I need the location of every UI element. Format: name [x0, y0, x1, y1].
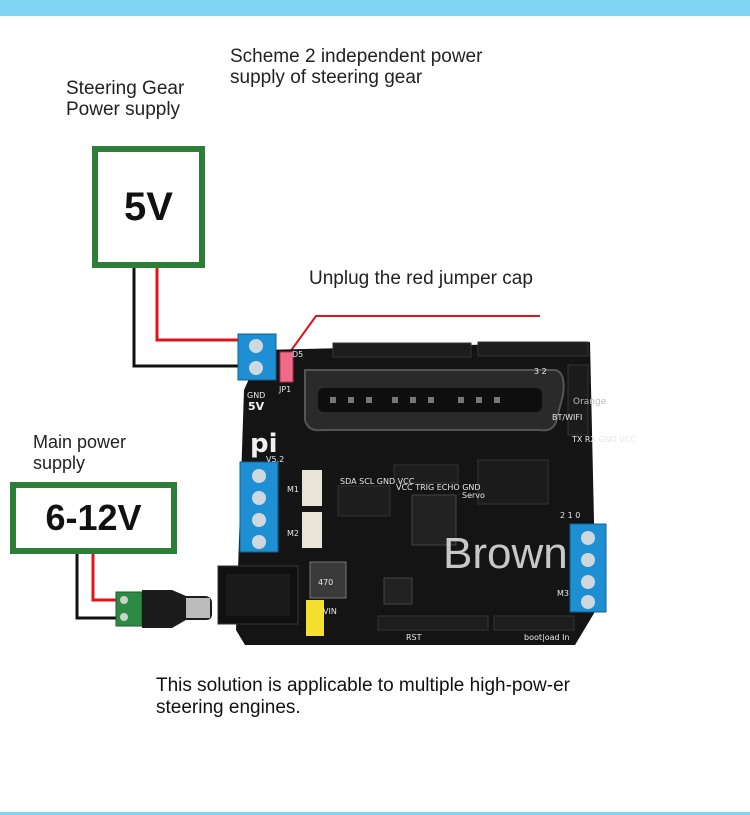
bt-label: BT/WIFI [552, 413, 582, 422]
ultrasonic-label: VCC TRIG ECHO GND [396, 483, 481, 492]
i2c-label: SDA SCL GND VCC [340, 477, 415, 486]
uart-header [567, 364, 589, 436]
dc-plug-terminal [115, 591, 143, 627]
rst-label: RST [406, 633, 422, 642]
steering-supply-caption: Steering Gear Power supply [66, 78, 185, 120]
jumper-pointer-line [289, 315, 540, 353]
header-bottom-right [493, 615, 575, 631]
jp1-label: JP1 [278, 385, 291, 394]
vin-label: VIN [323, 607, 337, 616]
solution-caption: This solution is applicable to multiple … [156, 675, 570, 718]
pins-210-label: 2 1 0 [560, 511, 580, 520]
black-wire-main [75, 554, 124, 620]
i2c-header [337, 485, 391, 517]
red-jumper-cap [279, 351, 294, 383]
ultrasonic-header [393, 464, 459, 484]
steering-voltage-value: 5V [124, 184, 173, 229]
m2-connector [302, 512, 322, 548]
m3-label: M3 [557, 589, 569, 598]
steering-voltage-box: 5V [92, 146, 205, 268]
orange-watermark: Orange [573, 397, 607, 407]
red-wire-steer [155, 268, 246, 342]
pins-32-label: 3 2 [534, 367, 547, 376]
main-voltage-box: 6-12V [10, 482, 177, 554]
board-logo: pi [250, 429, 278, 459]
scheme-caption: Scheme 2 independent power supply of ste… [230, 46, 483, 88]
5v-label: 5V [248, 400, 265, 413]
main-supply-caption: Main power supply [33, 432, 127, 473]
m2-label: M2 [287, 529, 299, 538]
controller-board: GND 5V D5 JP1 pi V5.2 470 M1 M2 M3 Servo… [115, 333, 636, 645]
m1-label: M1 [287, 485, 299, 494]
inductor [309, 561, 347, 599]
yellow-capacitor [306, 600, 324, 636]
top-accent-bar [0, 0, 750, 16]
board-version: V5.2 [266, 455, 284, 464]
gnd-label: GND [247, 391, 265, 400]
small-chip [383, 577, 413, 605]
d5-label: D5 [292, 350, 303, 359]
jumper-caption: Unplug the red jumper cap [309, 268, 533, 289]
inductor-label: 470 [318, 578, 333, 587]
header-top-right [477, 341, 589, 357]
header-bottom-left [377, 615, 489, 631]
bottom-accent-bar [0, 812, 750, 815]
red-wire-main [91, 554, 124, 602]
uart-label: TX RX GND VCC [571, 435, 636, 444]
brown-watermark: Brown [443, 529, 568, 578]
black-wire-steer [132, 268, 246, 368]
header-top-left [332, 342, 472, 358]
servo-label: Servo [462, 491, 485, 500]
servo-header [477, 459, 549, 505]
m1-connector [302, 470, 322, 506]
main-voltage-value: 6-12V [45, 497, 142, 538]
driver-chip [411, 494, 457, 546]
bootloader-label: boot|oad In [524, 633, 570, 642]
